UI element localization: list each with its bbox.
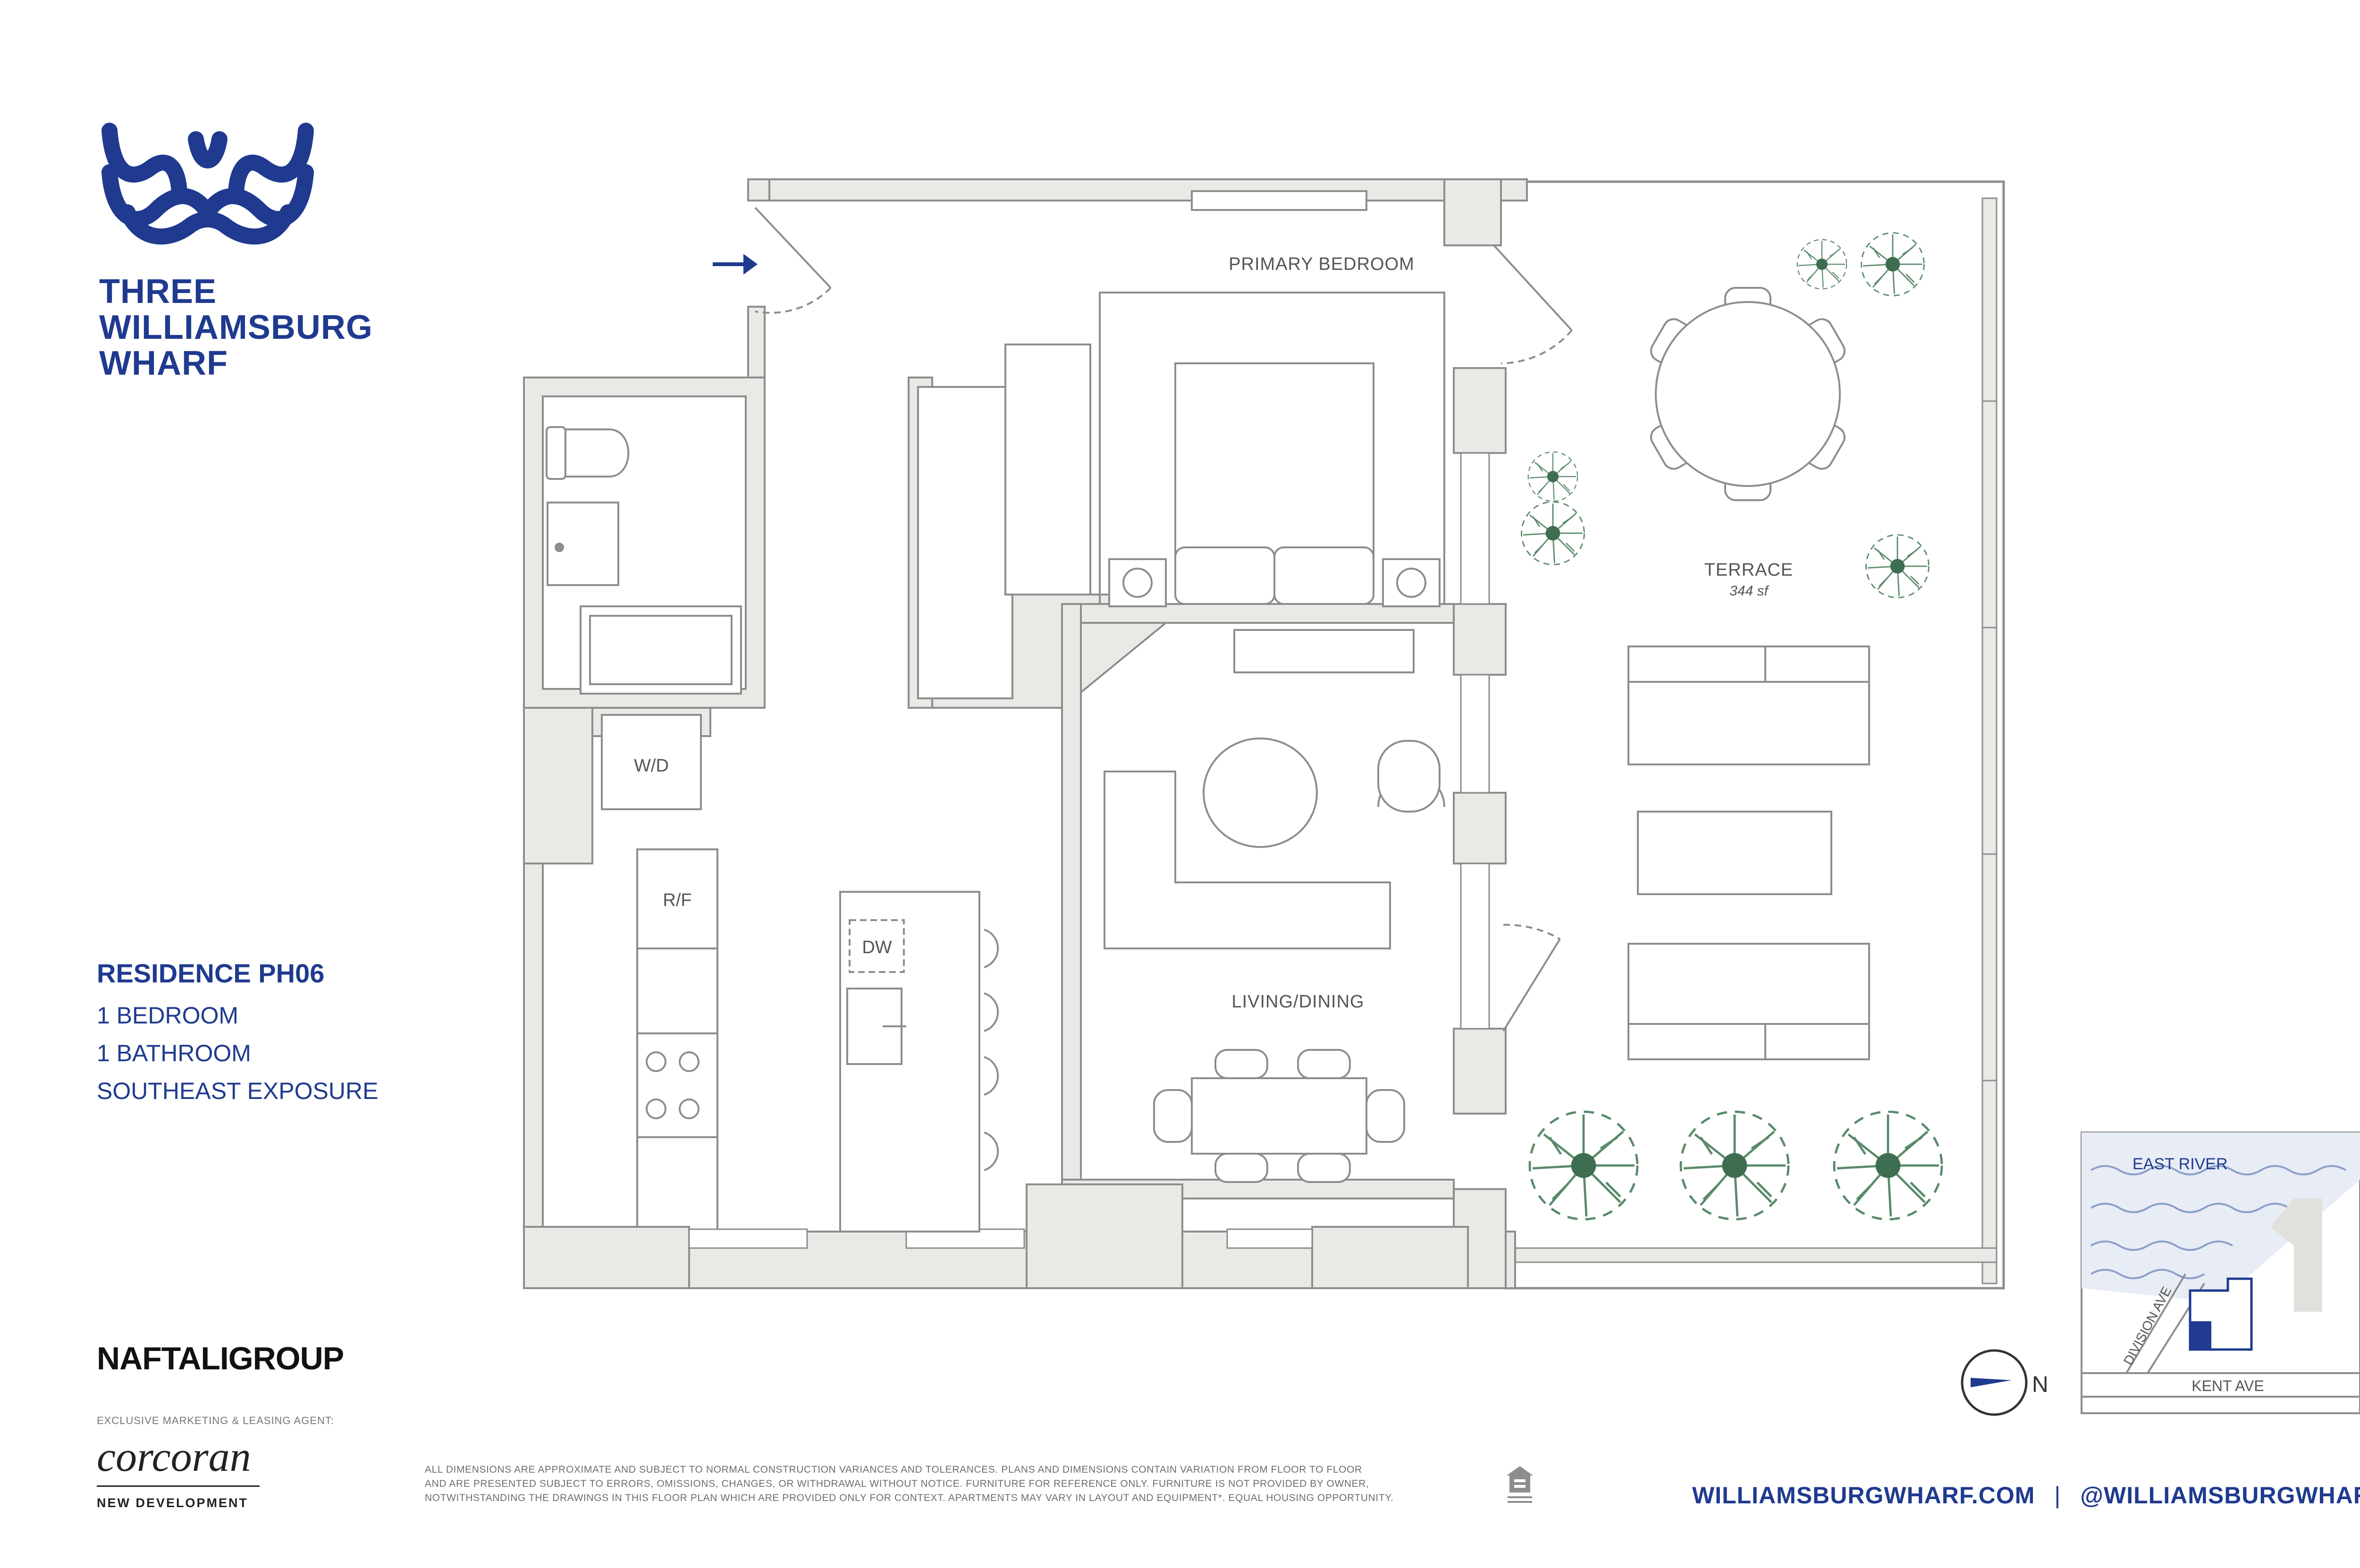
label-terrace: TERRACE [1704, 560, 1794, 580]
agent-divider [97, 1485, 260, 1487]
agent-logo: corcoran [97, 1434, 251, 1480]
terrace-sofa-top [1627, 646, 1870, 765]
compass-label: N [2032, 1372, 2048, 1397]
social-link[interactable]: @WILLIAMSBURGWHARF [2080, 1482, 2360, 1509]
entry-arrow-icon [713, 254, 758, 275]
terrace-sofa-bottom [1627, 943, 1870, 1060]
link-separator: | [2054, 1482, 2061, 1509]
residence-bedrooms: 1 BEDROOM [97, 1002, 239, 1029]
brand-line-3: WHARF [99, 344, 228, 382]
dishwasher [849, 919, 905, 973]
dresser [1191, 190, 1367, 211]
washer-dryer [601, 714, 702, 810]
terrace-furniture [1627, 287, 1870, 1060]
living-furniture [1104, 629, 1445, 1183]
label-terrace-area: 344 sf [1729, 583, 1769, 599]
brand-line-2: WILLIAMSBURG [99, 309, 373, 346]
residence-title: RESIDENCE PH06 [97, 958, 325, 988]
agent-caption: EXCLUSIVE MARKETING & LEASING AGENT: [97, 1415, 335, 1426]
bar-stools [983, 929, 999, 1171]
tv-console [1233, 629, 1415, 673]
wave-w-logo-icon [101, 123, 314, 245]
brand-name: THREE WILLIAMSBURG WHARF [99, 274, 373, 381]
toilet-bowl [565, 428, 630, 478]
disclaimer-line-3: NOTWITHSTANDING THE DRAWINGS IN THIS FLO… [425, 1493, 1394, 1503]
sectional-sofa [1104, 771, 1391, 949]
dining-table [1191, 1077, 1367, 1155]
pillow-left [1174, 546, 1275, 605]
label-refrigerator: R/F [663, 890, 691, 910]
agent-division: NEW DEVELOPMENT [97, 1496, 249, 1510]
cooktop [636, 1032, 718, 1138]
coffee-table [1203, 738, 1318, 848]
terrace-table [1637, 811, 1832, 895]
terrace-area [1503, 180, 2005, 1290]
equal-housing-icon [1507, 1466, 1533, 1503]
web-links: WILLIAMSBURGWHARF.COM | @WILLIAMSBURGWHA… [1692, 1482, 2360, 1509]
accent-chair [1377, 740, 1441, 813]
residence-exposure: SOUTHEAST EXPOSURE [97, 1078, 379, 1104]
kitchen [601, 714, 980, 1233]
doors [754, 207, 1573, 1032]
toilet-tank [546, 426, 566, 480]
website-link[interactable]: WILLIAMSBURGWHARF.COM [1692, 1482, 2035, 1509]
keymap-street-2: KENT AVE [2191, 1377, 2264, 1394]
bathroom-fixtures [546, 426, 742, 695]
developer-logo: NAFTALIGROUP [97, 1341, 344, 1376]
brand-line-1: THREE [99, 273, 217, 310]
bedroom-furniture [1099, 190, 1445, 607]
residence-bathrooms: 1 BATHROOM [97, 1040, 251, 1066]
disclaimer-line-2: AND ARE PRESENTED SUBJECT TO ERRORS, OMI… [425, 1478, 1369, 1489]
north-compass-icon [1961, 1349, 2028, 1416]
key-map [2081, 1132, 2360, 1414]
label-washer-dryer: W/D [634, 756, 669, 776]
residence-info: RESIDENCE PH06 1 BEDROOM 1 BATHROOM SOUT… [97, 958, 378, 1105]
label-living-dining: LIVING/DINING [1231, 992, 1364, 1012]
pillow-right [1273, 546, 1374, 605]
round-table [1655, 301, 1841, 487]
label-dishwasher: DW [862, 938, 892, 957]
disclaimer: ALL DIMENSIONS ARE APPROXIMATE AND SUBJE… [425, 1463, 1501, 1505]
disclaimer-line-1: ALL DIMENSIONS ARE APPROXIMATE AND SUBJE… [425, 1464, 1362, 1475]
keymap-river-label: EAST RIVER [2132, 1155, 2228, 1173]
refrigerator [636, 848, 718, 949]
label-primary-bedroom: PRIMARY BEDROOM [1229, 254, 1415, 274]
